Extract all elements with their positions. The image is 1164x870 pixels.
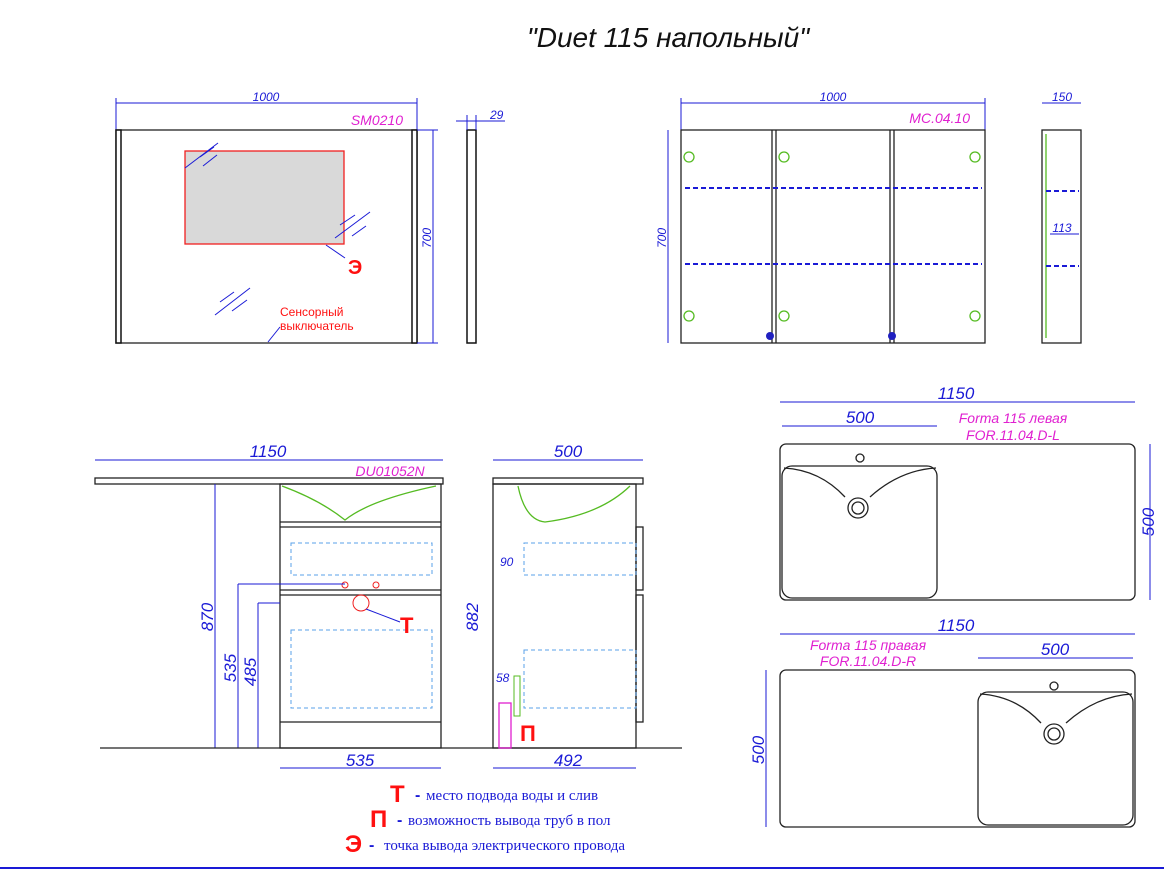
- cabinet-depth: 150: [1052, 90, 1072, 104]
- legend-dash: -: [397, 812, 402, 829]
- electric-marker: Э: [348, 257, 362, 279]
- legend-text-water: место подвода воды и слив: [426, 788, 598, 804]
- right-top-code: FOR.11.04.D-R: [820, 653, 916, 669]
- mirror-front-view: 1000 SM0210 Э Сенсорный выключатель 700 …: [115, 90, 505, 344]
- page-title: "Duet 115 напольный": [527, 22, 810, 53]
- vanity-front-view: 1150 DU01052N Т 870 535 485 535: [94, 442, 444, 770]
- vanity-top-width: 1150: [250, 442, 287, 461]
- worktop-right-view: 1150 500 Forma 115 правая FOR.11.04.D-R …: [749, 616, 1136, 828]
- legend-symbol-water: Т: [390, 781, 405, 808]
- legend: Т - место подвода воды и слив П - возмож…: [345, 781, 625, 858]
- right-top-name: Forma 115 правая: [810, 637, 927, 653]
- left-top-depth: 500: [1139, 507, 1158, 536]
- side-d90: 90: [500, 555, 514, 569]
- right-basin-width: 500: [1041, 640, 1070, 659]
- mirror-width: 1000: [253, 90, 280, 104]
- left-top-code: FOR.11.04.D-L: [966, 427, 1060, 443]
- cabinet-code: MC.04.10: [909, 110, 970, 126]
- switch-label-2: выключатель: [280, 319, 354, 333]
- side-height: 882: [463, 602, 482, 631]
- side-d58: 58: [496, 671, 510, 685]
- left-top-name: Forma 115 левая: [959, 410, 1068, 426]
- legend-symbol-electric: Э: [345, 831, 362, 858]
- cabinet-height: 700: [655, 228, 669, 248]
- worktop-left-view: 1150 500 Forma 115 левая FOR.11.04.D-L 5…: [779, 384, 1158, 601]
- mirror-code: SM0210: [351, 112, 403, 128]
- switch-label-1: Сенсорный: [280, 305, 343, 319]
- right-top-width: 1150: [938, 616, 975, 635]
- legend-text-electric: точка вывода электрического провода: [384, 838, 625, 854]
- vanity-code: DU01052N: [355, 463, 425, 479]
- mirror-cabinet-view: 1000 MC.04.10 700 150 113: [655, 90, 1082, 344]
- pipe-marker: П: [520, 721, 536, 746]
- vanity-side-view: 500 882 90 58 П 492: [463, 442, 644, 770]
- left-basin-width: 500: [846, 408, 875, 427]
- water-marker: Т: [400, 613, 414, 638]
- legend-dash: -: [415, 787, 420, 804]
- left-top-width: 1150: [938, 384, 975, 403]
- base-width: 535: [346, 751, 375, 770]
- cabinet-shelf: 113: [1052, 221, 1071, 235]
- mirror-depth: 29: [489, 108, 504, 122]
- cabinet-width: 1000: [820, 90, 847, 104]
- height-535: 535: [221, 653, 240, 682]
- legend-symbol-pipes: П: [370, 806, 387, 833]
- legend-text-pipes: возможность вывода труб в пол: [408, 813, 611, 829]
- side-base-depth: 492: [554, 751, 583, 770]
- height-485: 485: [241, 657, 260, 686]
- side-depth: 500: [554, 442, 583, 461]
- legend-dash: -: [369, 837, 374, 854]
- right-top-depth: 500: [749, 735, 768, 764]
- mirror-height: 700: [420, 228, 434, 248]
- vanity-height: 870: [198, 602, 217, 631]
